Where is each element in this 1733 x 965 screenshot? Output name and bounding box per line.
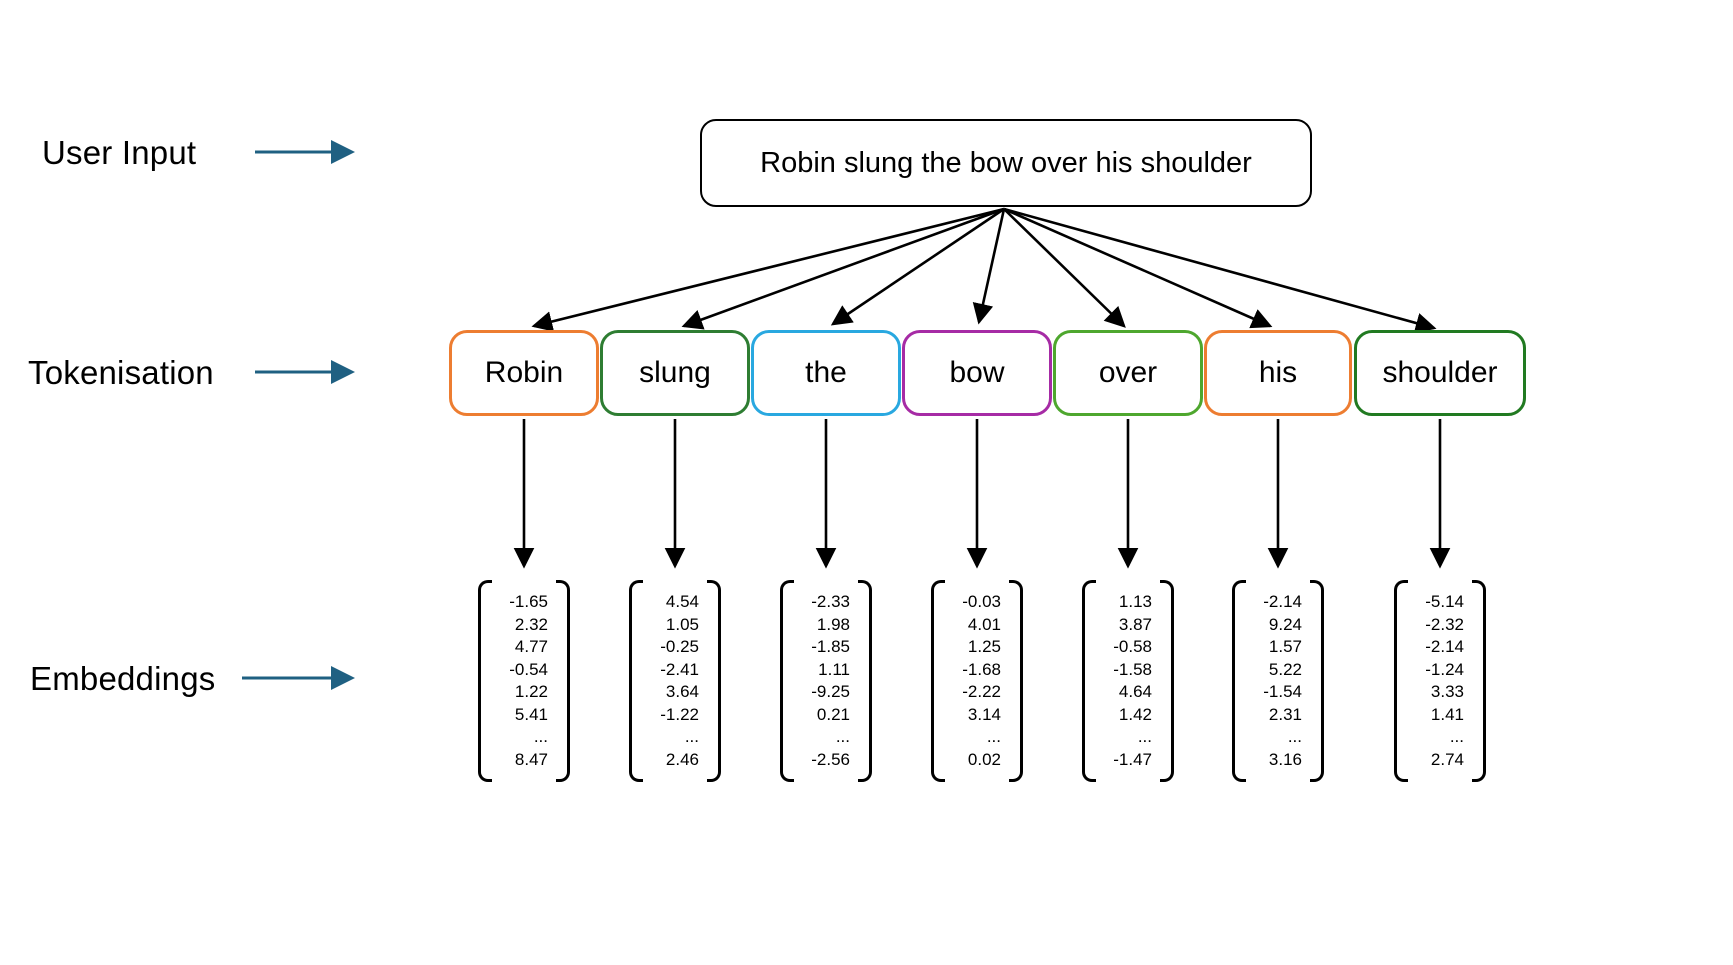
token-label: bow: [949, 356, 1005, 389]
token-box-his: his: [1204, 330, 1352, 416]
vector-value: 1.22: [514, 682, 548, 701]
vector-value: 2.74: [1430, 749, 1464, 769]
vector-ellipsis: ...: [1137, 727, 1152, 746]
fan-arrow-shoulder: [1003, 207, 1437, 334]
vector-value: 1.57: [1268, 637, 1302, 656]
token-label: Robin: [484, 356, 564, 389]
fan-arrow-slung: [681, 207, 1005, 330]
vector-value: 8.47: [514, 749, 548, 769]
vector-value: -0.58: [1113, 637, 1152, 656]
vector-value: -9.25: [811, 682, 850, 701]
vector-value: 1.41: [1430, 704, 1464, 724]
vector-value: 0.02: [967, 749, 1001, 769]
fan-arrow-robin: [531, 207, 1005, 332]
embeddings-label: Embeddings: [30, 660, 216, 697]
embedding-vector-over: 1.13 3.87 -0.58 -1.58 4.64 1.42 ... -1.4…: [1082, 580, 1174, 782]
vector-value: 3.64: [665, 682, 699, 701]
token-label: the: [805, 356, 847, 389]
vector-value: -1.58: [1113, 659, 1152, 679]
vector-value: 2.32: [514, 614, 548, 634]
vector-value: -2.14: [1425, 637, 1464, 656]
token-box-bow: bow: [902, 330, 1052, 416]
fan-arrow-his: [1003, 207, 1273, 329]
vector-value: 3.16: [1268, 749, 1302, 769]
vector-value: 5.22: [1268, 659, 1302, 679]
vector-ellipsis: ...: [986, 727, 1001, 746]
vector-value: 9.24: [1268, 614, 1302, 634]
user-input-label: User Input: [42, 134, 197, 171]
vector-value: 3.14: [967, 704, 1001, 724]
token-label: his: [1258, 356, 1298, 389]
vector-value: -1.47: [1113, 749, 1152, 769]
vector-value: 4.77: [514, 637, 548, 656]
vector-value: -2.32: [1425, 614, 1464, 634]
vector-value: -2.56: [811, 749, 850, 769]
token-label: over: [1098, 356, 1158, 389]
vector-value: 2.31: [1268, 704, 1302, 724]
vector-value: -1.68: [962, 659, 1001, 679]
fan-arrow-the: [830, 207, 1005, 326]
vector-value: 1.11: [818, 659, 850, 679]
vector-value: 1.13: [1118, 592, 1152, 611]
vector-value: 1.42: [1118, 704, 1152, 724]
vector-ellipsis: ...: [835, 727, 850, 746]
vector-value: -5.14: [1425, 592, 1464, 611]
sentence-text: Robin slung the bow over his shoulder: [760, 146, 1252, 179]
tokenisation-label: Tokenisation: [28, 354, 214, 391]
vector-value: 2.46: [665, 749, 699, 769]
vector-value: -0.25: [660, 637, 699, 656]
vector-value: 4.01: [967, 614, 1001, 634]
vector-value: -1.22: [660, 704, 699, 724]
token-label: slung: [639, 356, 711, 389]
token-label: shoulder: [1382, 356, 1498, 389]
vector-value: -0.54: [509, 659, 548, 679]
embedding-vector-bow: -0.03 4.01 1.25 -1.68 -2.22 3.14 ... 0.0…: [931, 580, 1023, 782]
vector-value: 0.21: [816, 704, 850, 724]
vector-value: 1.25: [967, 637, 1001, 656]
vector-ellipsis: ...: [1449, 727, 1464, 746]
vector-value: -2.33: [811, 592, 850, 611]
token-box-robin: Robin: [449, 330, 599, 416]
vector-value: -1.85: [811, 637, 850, 656]
vector-value: -2.22: [962, 682, 1001, 701]
vector-value: -1.24: [1425, 659, 1464, 679]
vector-value: 1.98: [816, 614, 850, 634]
vector-value: -1.65: [509, 592, 548, 611]
vector-value: 3.87: [1118, 614, 1152, 634]
vector-value: -0.03: [962, 592, 1001, 611]
vector-value: -2.14: [1263, 592, 1302, 611]
fan-arrow-bow: [972, 208, 1006, 325]
vector-value: 4.64: [1118, 682, 1152, 701]
vector-ellipsis: ...: [1287, 727, 1302, 746]
vector-value: -2.41: [660, 659, 699, 679]
embedding-vector-his: -2.14 9.24 1.57 5.22 -1.54 2.31 ... 3.16: [1232, 580, 1324, 782]
vector-value: 5.41: [514, 704, 548, 724]
embedding-vector-slung: 4.54 1.05 -0.25 -2.41 3.64 -1.22 ... 2.4…: [629, 580, 721, 782]
vector-ellipsis: ...: [533, 727, 548, 746]
token-box-slung: slung: [600, 330, 750, 416]
token-box-shoulder: shoulder: [1354, 330, 1526, 416]
embedding-vector-shoulder: -5.14 -2.32 -2.14 -1.24 3.33 1.41 ... 2.…: [1394, 580, 1486, 782]
fan-arrow-over: [1003, 208, 1126, 328]
token-box-over: over: [1053, 330, 1203, 416]
vector-value: -1.54: [1263, 682, 1302, 701]
vector-value: 1.05: [665, 614, 699, 634]
embedding-vector-robin: -1.65 2.32 4.77 -0.54 1.22 5.41 ... 8.47: [478, 580, 570, 782]
sentence-box: Robin slung the bow over his shoulder: [700, 119, 1312, 207]
token-box-the: the: [751, 330, 901, 416]
vector-value: 3.33: [1430, 682, 1464, 701]
vector-value: 4.54: [665, 592, 699, 611]
vector-ellipsis: ...: [684, 727, 699, 746]
embedding-vector-the: -2.33 1.98 -1.85 1.11 -9.25 0.21 ... -2.…: [780, 580, 872, 782]
